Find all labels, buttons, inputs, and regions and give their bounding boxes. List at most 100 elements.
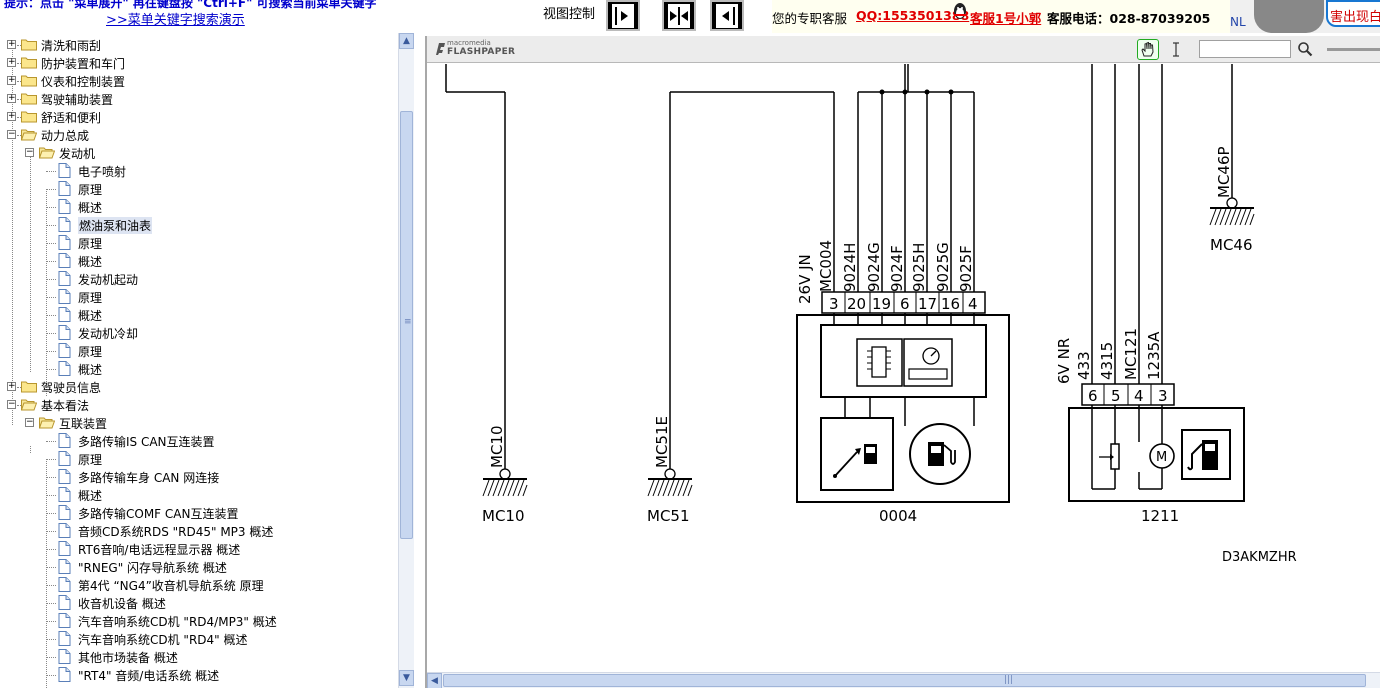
document-icon [58,163,71,178]
tree-item-label: 概述 [78,363,103,377]
tree-item[interactable]: 多路传输车身 CAN 网连接 [0,468,398,486]
tree-item[interactable]: 其他市场装备 概述 [0,648,398,666]
expand-icon[interactable]: + [7,111,16,121]
tree-item[interactable]: 概述 [0,198,398,216]
document-icon [58,343,71,358]
tree-item[interactable]: 电子喷射 [0,162,398,180]
logo-top-text: macromedia [447,39,491,47]
tree-item-label: 驾驶员信息 [41,381,102,395]
document-icon [58,289,71,304]
scroll-left-arrow-icon[interactable]: ◀ [427,673,442,688]
search-demo-link[interactable]: >>菜单关键字搜索演示 [106,13,245,28]
text-select-tool-button[interactable] [1171,41,1181,58]
tree-item-label: 发动机起动 [78,273,139,287]
tree-item[interactable]: +舒适和便利 [0,108,398,126]
document-icon [58,631,71,646]
tree-item[interactable]: 汽车音响系统CD机 "RD4/MP3" 概述 [0,612,398,630]
viewer-horizontal-scrollbar[interactable]: ◀ ||| [427,672,1380,688]
zoom-slider[interactable] [1327,48,1380,51]
tree-item[interactable]: −基本看法 [0,396,398,414]
tree-item[interactable]: − 发动机 [0,144,398,162]
tree-item[interactable]: 多路传输COMF CAN互连装置 [0,504,398,522]
find-input[interactable] [1199,40,1291,58]
pin-0004-4: 6 [900,295,910,313]
tree-item[interactable]: "RNEG" 闪存导航系统 概述 [0,558,398,576]
document-icon [58,649,71,664]
tree-guide [17,387,21,388]
wire-label-mc46p: MC46P [1215,146,1233,198]
collapse-icon[interactable]: − [25,147,34,157]
split-view-button[interactable] [662,0,696,31]
tree-guide [46,657,56,658]
tree-item-label: 多路传输车身 CAN 网连接 [78,471,220,485]
hand-tool-button[interactable] [1137,39,1159,60]
arrow-left-icon [722,6,735,25]
folder-icon [21,381,37,393]
tree-item[interactable]: + 驾驶员信息 [0,378,398,396]
ground-mc46 [1209,197,1255,226]
tree-item-label: 发动机 [59,147,96,161]
tree-item[interactable]: +仪表和控制装置 [0,72,398,90]
collapse-icon[interactable]: − [7,399,16,409]
document-icon [58,559,71,574]
tree-item[interactable]: 汽车音响系统CD机 "RD4" 概述 [0,630,398,648]
horizontal-scroll-thumb[interactable]: ||| [443,674,1366,687]
tree-guide [46,603,56,604]
tree-item[interactable]: 概述 [0,360,398,378]
menu-tree: +清洗和雨刮+防护装置和车门+仪表和控制装置+驾驶辅助装置+舒适和便利−动力总成… [0,33,398,688]
tree-item[interactable]: +防护装置和车门 [0,54,398,72]
tree-item[interactable]: 原理 [0,234,398,252]
expand-icon[interactable]: + [7,75,16,85]
expand-icon[interactable]: + [7,381,16,391]
qq-link[interactable]: QQ:1553501388 [856,8,970,23]
tree-item[interactable]: +清洗和雨刮 [0,36,398,54]
tree-item[interactable]: 发动机冷却 [0,324,398,342]
tree-scroll-thumb[interactable]: ≡ [400,111,413,539]
tree-item[interactable]: −互联装置 [0,414,398,432]
expand-right-button[interactable] [606,0,640,31]
tree-item-label: 原理 [78,183,103,197]
scroll-up-arrow-icon[interactable]: ▲ [399,33,414,49]
tree-item[interactable]: RT6音响/电话远程显示器 概述 [0,540,398,558]
logo-bottom-text: FLASHPAPER [447,47,516,57]
search-tip: 提示：点击 "菜单展开" 再往键盘按 "Ctrl+F" 可搜索当前菜单关键字 [4,0,377,10]
tree-item[interactable]: 原理 [0,342,398,360]
tree-scrollbar[interactable]: ▲ ≡ ▼ [398,33,414,688]
expand-icon[interactable]: + [7,57,16,67]
tree-item[interactable]: −动力总成 [0,126,398,144]
tree-item[interactable]: 概述 [0,486,398,504]
expand-icon[interactable]: + [7,93,16,103]
tree-item[interactable]: 音频CD系统RDS "RD45" MP3 概述 [0,522,398,540]
tree-guide [46,495,56,496]
tree-guide [46,459,56,460]
tree-item[interactable]: 多路传输IS CAN互连装置 [0,432,398,450]
tree-item[interactable]: 第4代 “NG4”收音机导航系统 原理 [0,576,398,594]
expand-icon[interactable]: + [7,39,16,49]
tree-item[interactable]: 原理 [0,288,398,306]
wire-label-0004-2: 9024H [841,243,859,292]
tree-item[interactable]: 燃油泵和油表 [0,216,398,234]
collapse-icon[interactable]: − [25,417,34,427]
tree-item[interactable]: 概述 [0,252,398,270]
pin-1211-2: 5 [1111,387,1121,405]
tree-item[interactable]: "RT4" 音频/电话系统 概述 [0,666,398,684]
tree-item[interactable]: 发动机起动 [0,270,398,288]
expand-left-button[interactable] [710,0,744,31]
tree-item[interactable]: +驾驶辅助装置 [0,90,398,108]
header-right: NL 害出现白 [1230,0,1380,33]
scroll-down-arrow-icon[interactable]: ▼ [399,670,414,686]
wire-label-0004-4: 9024F [888,245,906,292]
agent-link[interactable]: 客服1号小郭 [970,11,1042,26]
search-icon[interactable] [1297,41,1313,57]
ground-label-mc46: MC46 [1210,236,1253,254]
collapse-icon[interactable]: − [7,129,16,139]
tree-item[interactable]: 概述 [0,306,398,324]
pin-1211-3: 4 [1134,387,1144,405]
pin-strip-0004 [821,291,986,314]
tree-item[interactable]: 原理 [0,180,398,198]
tree-item[interactable]: 原理 [0,450,398,468]
white-screen-help-button[interactable]: 害出现白 [1326,0,1380,27]
tree-item[interactable]: 收音机设备 概述 [0,594,398,612]
tree-guide [46,243,56,244]
mascot-icon [1254,0,1324,33]
